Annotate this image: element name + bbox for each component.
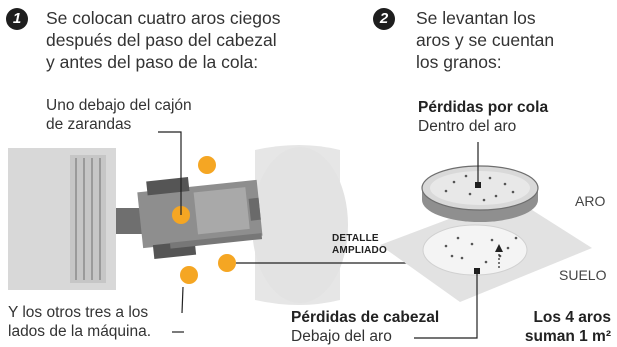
label-sides-line-1: Y los otros tres a los (8, 304, 149, 321)
tail-loss-title: Pérdidas por cola (418, 99, 549, 116)
label-tail-loss: Pérdidas por cola Dentro del aro (418, 98, 548, 136)
step-2-text: Se levantan los aros y se cuentan los gr… (416, 7, 554, 73)
ring-detail-illustration (380, 142, 592, 339)
ring-marker-1 (198, 156, 216, 174)
step-2-line-1: Se levantan los (416, 8, 536, 28)
grains-header (444, 236, 518, 264)
leader-under-sieve (158, 131, 182, 215)
harvester-illustration (8, 131, 348, 333)
step-1-line-2: después del paso del cabezal (46, 30, 277, 50)
label-sides: Y los otros tres a los lados de la máqui… (8, 303, 151, 341)
label-under-sieve-line-2: de zarandas (46, 116, 132, 133)
step-1-text: Se colocan cuatro aros ciegos después de… (46, 7, 280, 73)
total-line-1: Los 4 aros (533, 309, 611, 326)
ring-marker-4 (218, 254, 236, 272)
detail-line-2: AMPLIADO (332, 245, 387, 256)
step-1-line-3: y antes del paso de la cola: (46, 52, 259, 72)
step-1-number: 1 (6, 8, 28, 30)
unloading-auger (169, 233, 263, 249)
field-arc (252, 147, 348, 303)
ring-marker-3 (180, 266, 198, 284)
tail-marker (475, 182, 481, 188)
step-2-number: 2 (373, 8, 395, 30)
tail-loss-subtitle: Dentro del aro (418, 118, 517, 135)
step-2-line-3: los granos: (416, 52, 502, 72)
leader-sides (181, 286, 184, 314)
machine-body (137, 177, 263, 260)
label-detail: DETALLE AMPLIADO (332, 233, 387, 257)
step-1-line-1: Se colocan cuatro aros ciegos (46, 8, 281, 28)
label-total-area: Los 4 aros suman 1 m² (525, 308, 611, 346)
detail-line-1: DETALLE (332, 233, 379, 244)
label-under-sieve: Uno debajo del cajón de zarandas (46, 96, 192, 134)
header-loss-subtitle: Debajo del aro (291, 328, 392, 345)
label-under-sieve-line-1: Uno debajo del cajón (46, 97, 192, 114)
label-ground: SUELO (559, 267, 607, 283)
label-sides-line-2: lados de la máquina. (8, 323, 152, 340)
grains-tail (444, 174, 515, 202)
total-line-2: suman 1 m² (524, 328, 611, 345)
header-loss-title: Pérdidas de cabezal (291, 309, 440, 326)
label-header-loss: Pérdidas de cabezal Debajo del aro (291, 308, 439, 346)
ring-footprint (422, 224, 528, 276)
label-ring: ARO (575, 193, 606, 209)
step-2-line-2: aros y se cuentan (416, 30, 555, 50)
header-teeth (75, 158, 101, 280)
